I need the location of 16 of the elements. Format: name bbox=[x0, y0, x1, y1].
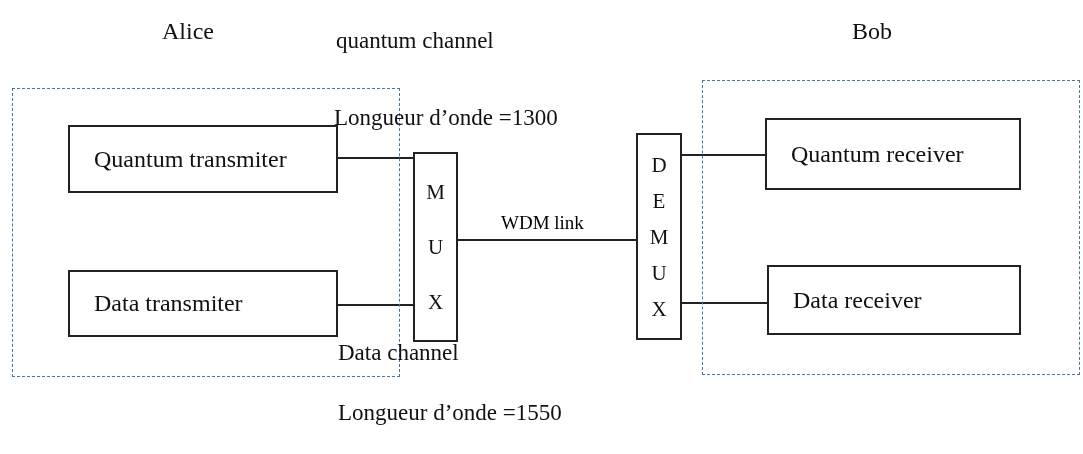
group-title: Alice bbox=[162, 18, 214, 45]
connector-line bbox=[457, 239, 637, 241]
process-box: Data receiver bbox=[767, 265, 1021, 335]
connector-line bbox=[681, 154, 766, 156]
channel-note: Data channel bbox=[338, 340, 459, 366]
channel-note: Longueur d’onde =1550 bbox=[338, 400, 562, 426]
connector-line bbox=[681, 302, 768, 304]
process-box: Quantum receiver bbox=[765, 118, 1021, 190]
channel-note: quantum channel bbox=[336, 28, 494, 54]
multiplexer-box: DEMUX bbox=[636, 133, 682, 340]
group-title: Bob bbox=[852, 18, 892, 45]
multiplexer-box: MUX bbox=[413, 152, 458, 342]
process-box: Quantum transmiter bbox=[68, 125, 338, 193]
connector-line bbox=[337, 304, 414, 306]
process-box: Data transmiter bbox=[68, 270, 338, 337]
connector-line bbox=[337, 157, 414, 159]
